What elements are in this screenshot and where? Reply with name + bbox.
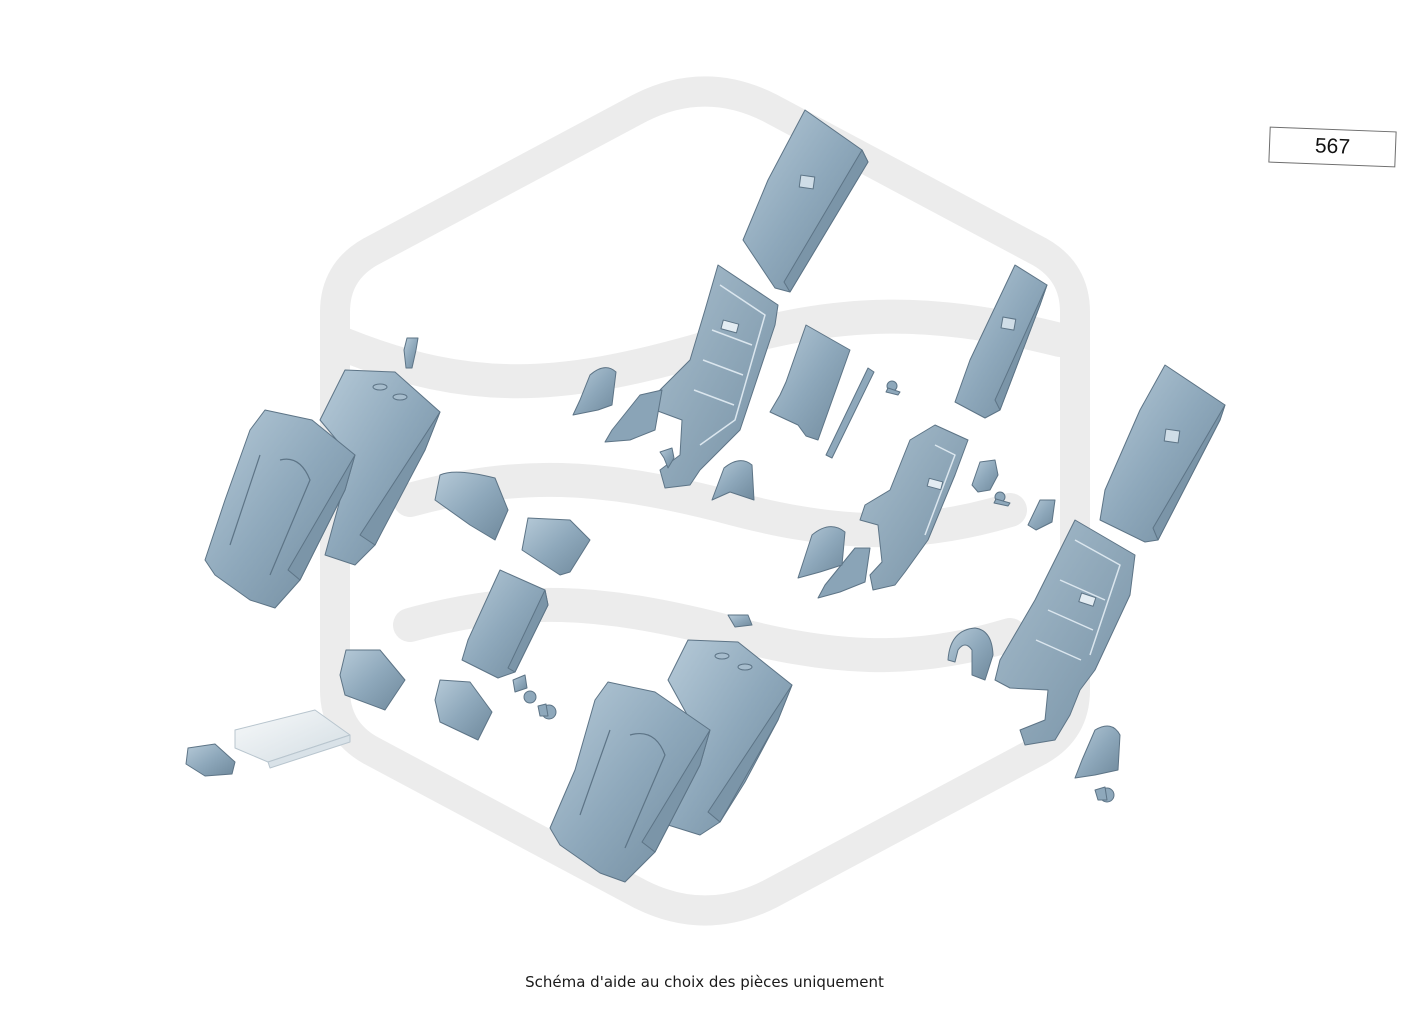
bolt-lower-center-a: [523, 690, 537, 704]
hinge-cover-right-mid: [797, 526, 846, 579]
backrest-cover-panel-right: [1099, 364, 1226, 543]
armrest-bracket: [521, 517, 591, 576]
hinge-cover-lower-right: [1074, 725, 1121, 779]
seat-back-frame-center: [604, 264, 779, 489]
side-panel-center: [769, 324, 851, 441]
armrest-cap: [434, 471, 509, 541]
electrical-connector: [185, 743, 236, 777]
backrest-cover-panel-top: [742, 109, 869, 293]
arch-bracket-right: [947, 627, 994, 681]
armrest-pad-center: [461, 569, 549, 679]
screw-upper-right: [885, 380, 901, 396]
seat-back-frame-right-mid: [817, 424, 969, 599]
bolt-lower-right: [1094, 786, 1115, 803]
seat-backrest-upholstery-left-rear: [319, 369, 441, 566]
headrest-guide-pin: [403, 337, 419, 369]
retaining-clip-lower: [512, 674, 528, 693]
seat-backrest-cushion-left-front: [204, 409, 356, 609]
bolt-upper-frame: [659, 447, 675, 469]
clip-bracket-right: [1027, 499, 1056, 531]
backrest-cover-panel-right-upper: [954, 264, 1048, 419]
bolt-lower-center-b: [537, 703, 557, 720]
retaining-clip-center: [727, 614, 753, 628]
screw-right-mid: [993, 491, 1011, 507]
diagram-number-label: 567: [1268, 126, 1397, 168]
hinge-cover-upper: [711, 460, 755, 501]
seat-backrest-cushion-center-front: [549, 681, 711, 883]
electronic-control-module: [234, 709, 351, 769]
lower-bracket-center: [434, 679, 493, 741]
latch-bracket-right: [971, 459, 999, 493]
diagram-caption: Schéma d'aide au choix des pièces unique…: [525, 973, 884, 991]
cup-holder-housing: [339, 649, 406, 711]
seat-back-frame-right: [994, 519, 1136, 746]
hinge-bracket-upper-left: [572, 367, 617, 416]
latch-rail: [825, 367, 875, 459]
